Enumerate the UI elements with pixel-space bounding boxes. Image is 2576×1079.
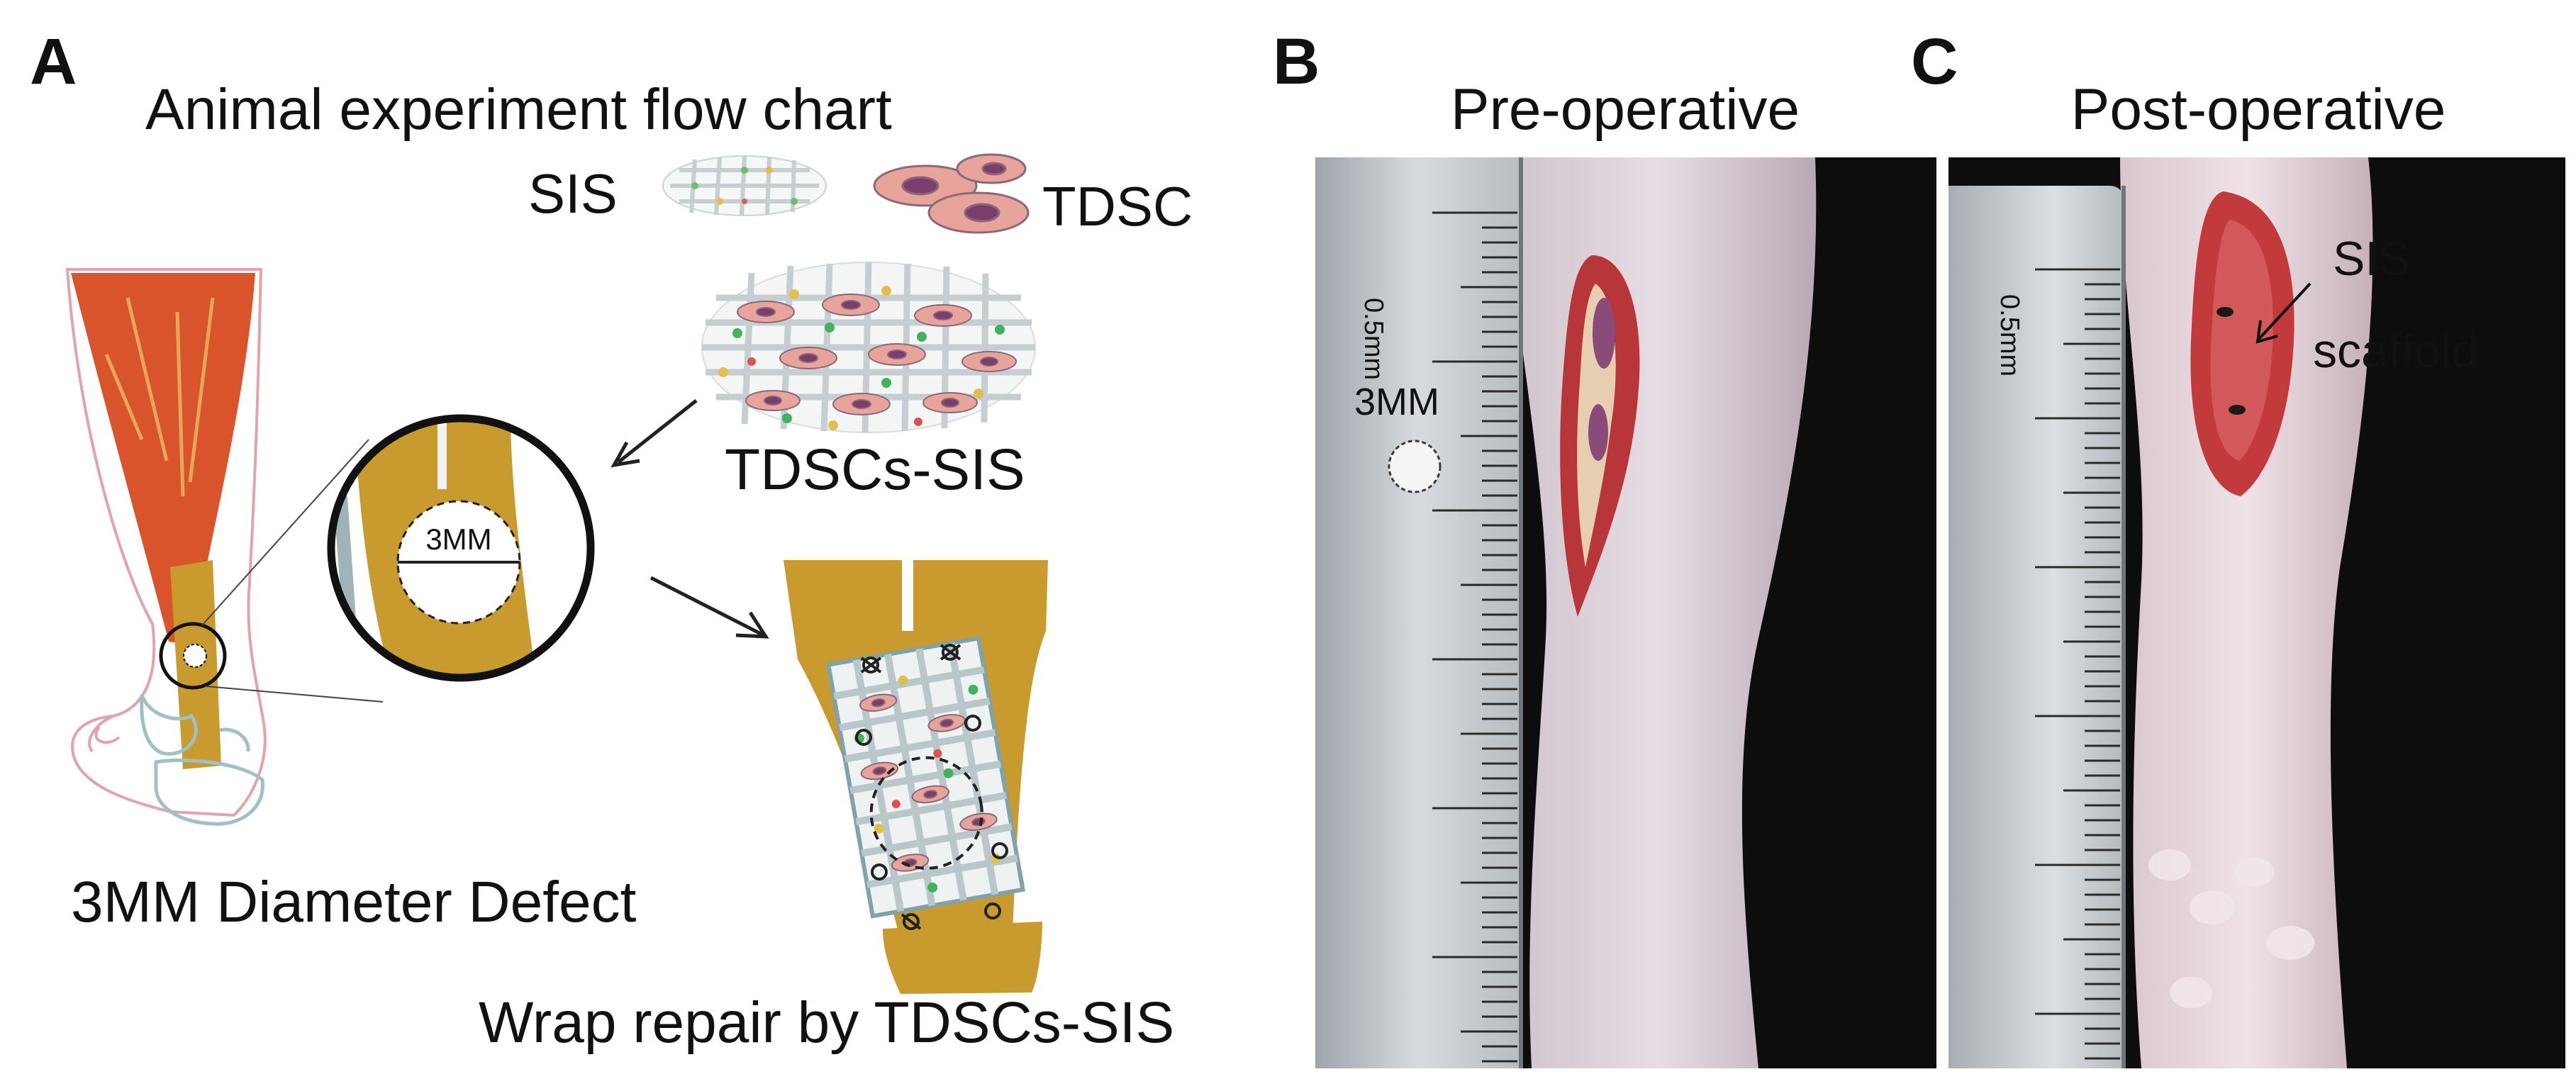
panel-c-title: Post-operative (2071, 77, 2446, 142)
tdscs-sis-construct (701, 262, 1036, 433)
panel-c-letter: C (1911, 26, 1958, 98)
panel-b-letter: B (1273, 26, 1320, 98)
scaffold-label-line1: SIS (2333, 232, 2411, 286)
zoom-defect-size: 3MM (425, 522, 491, 556)
suture-icons (855, 644, 1008, 930)
panel-a: A Animal experiment flow chart SIS (30, 26, 1193, 1055)
defect-marker-icon (159, 622, 227, 690)
pre-operative-photo: 0.5mm 3MM (1315, 157, 1936, 1068)
scaffold-arrow (2256, 282, 2312, 344)
tdsc-cells-icon (873, 153, 1030, 234)
panel-c: C Post-operative 0.5mm (1911, 26, 2565, 1068)
ruler-defect-size: 3MM (1354, 381, 1439, 423)
arrow-to-zoom (610, 399, 698, 468)
scaffold-label-line2: scaffold (2313, 324, 2478, 378)
repair-caption: Wrap repair by TDSCs-SIS (479, 990, 1174, 1055)
tdsc-label: TDSC (1042, 175, 1193, 237)
panel-b-title: Pre-operative (1451, 77, 1800, 142)
panel-a-title: Animal experiment flow chart (145, 77, 892, 142)
ruler-hole-icon (1388, 440, 1442, 493)
panel-b: B Pre-operative 0.5mm 3MM (1273, 26, 1936, 1068)
scaffold-suture-icons (2217, 307, 2246, 415)
arrow-to-repair (649, 576, 769, 639)
construct-label: TDSCs-SIS (725, 437, 1025, 502)
defect-caption: 3MM Diameter Defect (71, 870, 637, 934)
ruler-ticks-b (1432, 211, 1517, 1063)
leg-anatomy (65, 268, 384, 826)
repair-illustration (784, 560, 1048, 994)
sis-mesh-icon (662, 155, 827, 216)
panel-a-letter: A (30, 26, 77, 98)
ruler-label-b: 0.5mm (1359, 298, 1388, 380)
sis-label: SIS (528, 162, 618, 225)
ruler-ticks-c (2035, 268, 2120, 1060)
ruler-label-c: 0.5mm (1995, 294, 2024, 376)
post-operative-photo: 0.5mm SIS scaffold (1948, 157, 2565, 1068)
zoom-circle: 3MM (327, 414, 595, 682)
